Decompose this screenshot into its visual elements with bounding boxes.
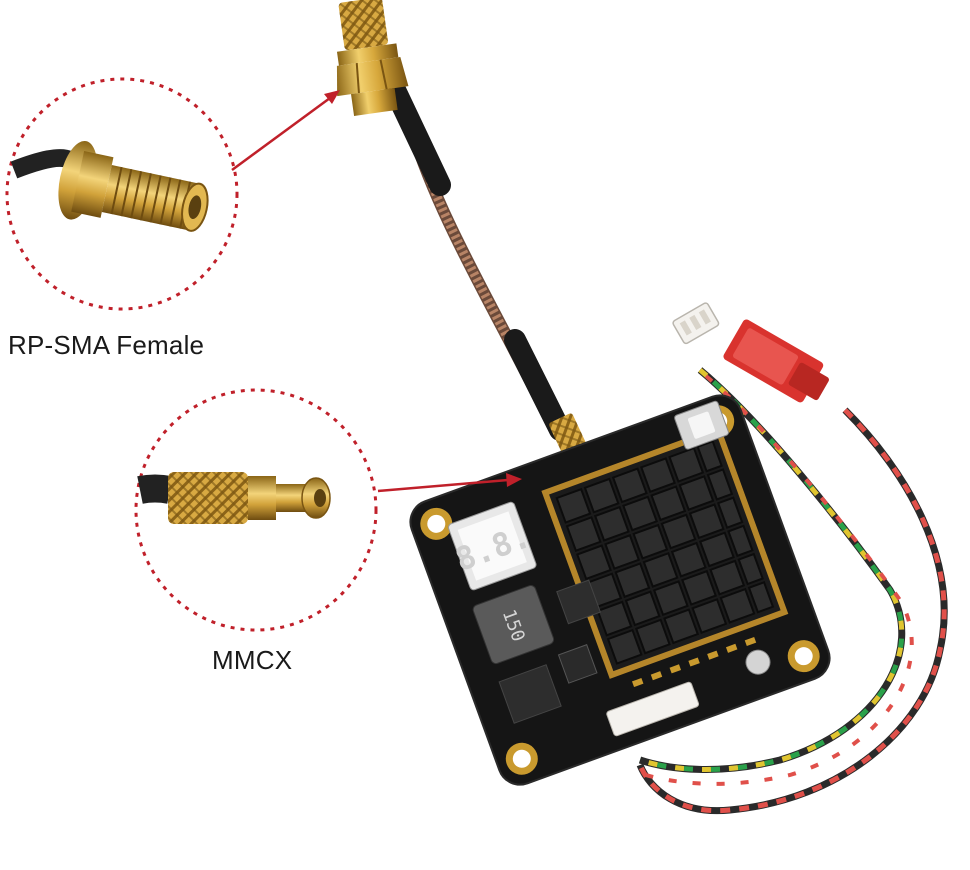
board-connector	[606, 681, 700, 737]
rp-sma-female-label: RP-SMA Female	[8, 330, 205, 360]
arrow-rp-sma	[231, 90, 340, 172]
callout-mmcx	[134, 388, 378, 632]
mmcx-label: MMCX	[212, 645, 293, 675]
callout-rp-sma	[5, 77, 239, 311]
rp-sma-pigtail	[336, 0, 604, 496]
arrow-mmcx	[377, 473, 522, 493]
jst-sh-connector	[672, 302, 720, 345]
microphone	[745, 649, 771, 675]
wire-harness	[635, 367, 948, 815]
led-display: 8.8.	[448, 501, 537, 591]
tactile-button	[674, 400, 729, 450]
red-power-connector	[723, 319, 829, 403]
heatsink	[549, 433, 781, 672]
inductor: 150	[472, 585, 555, 665]
vtx-board: 8.8. 150	[409, 394, 831, 786]
